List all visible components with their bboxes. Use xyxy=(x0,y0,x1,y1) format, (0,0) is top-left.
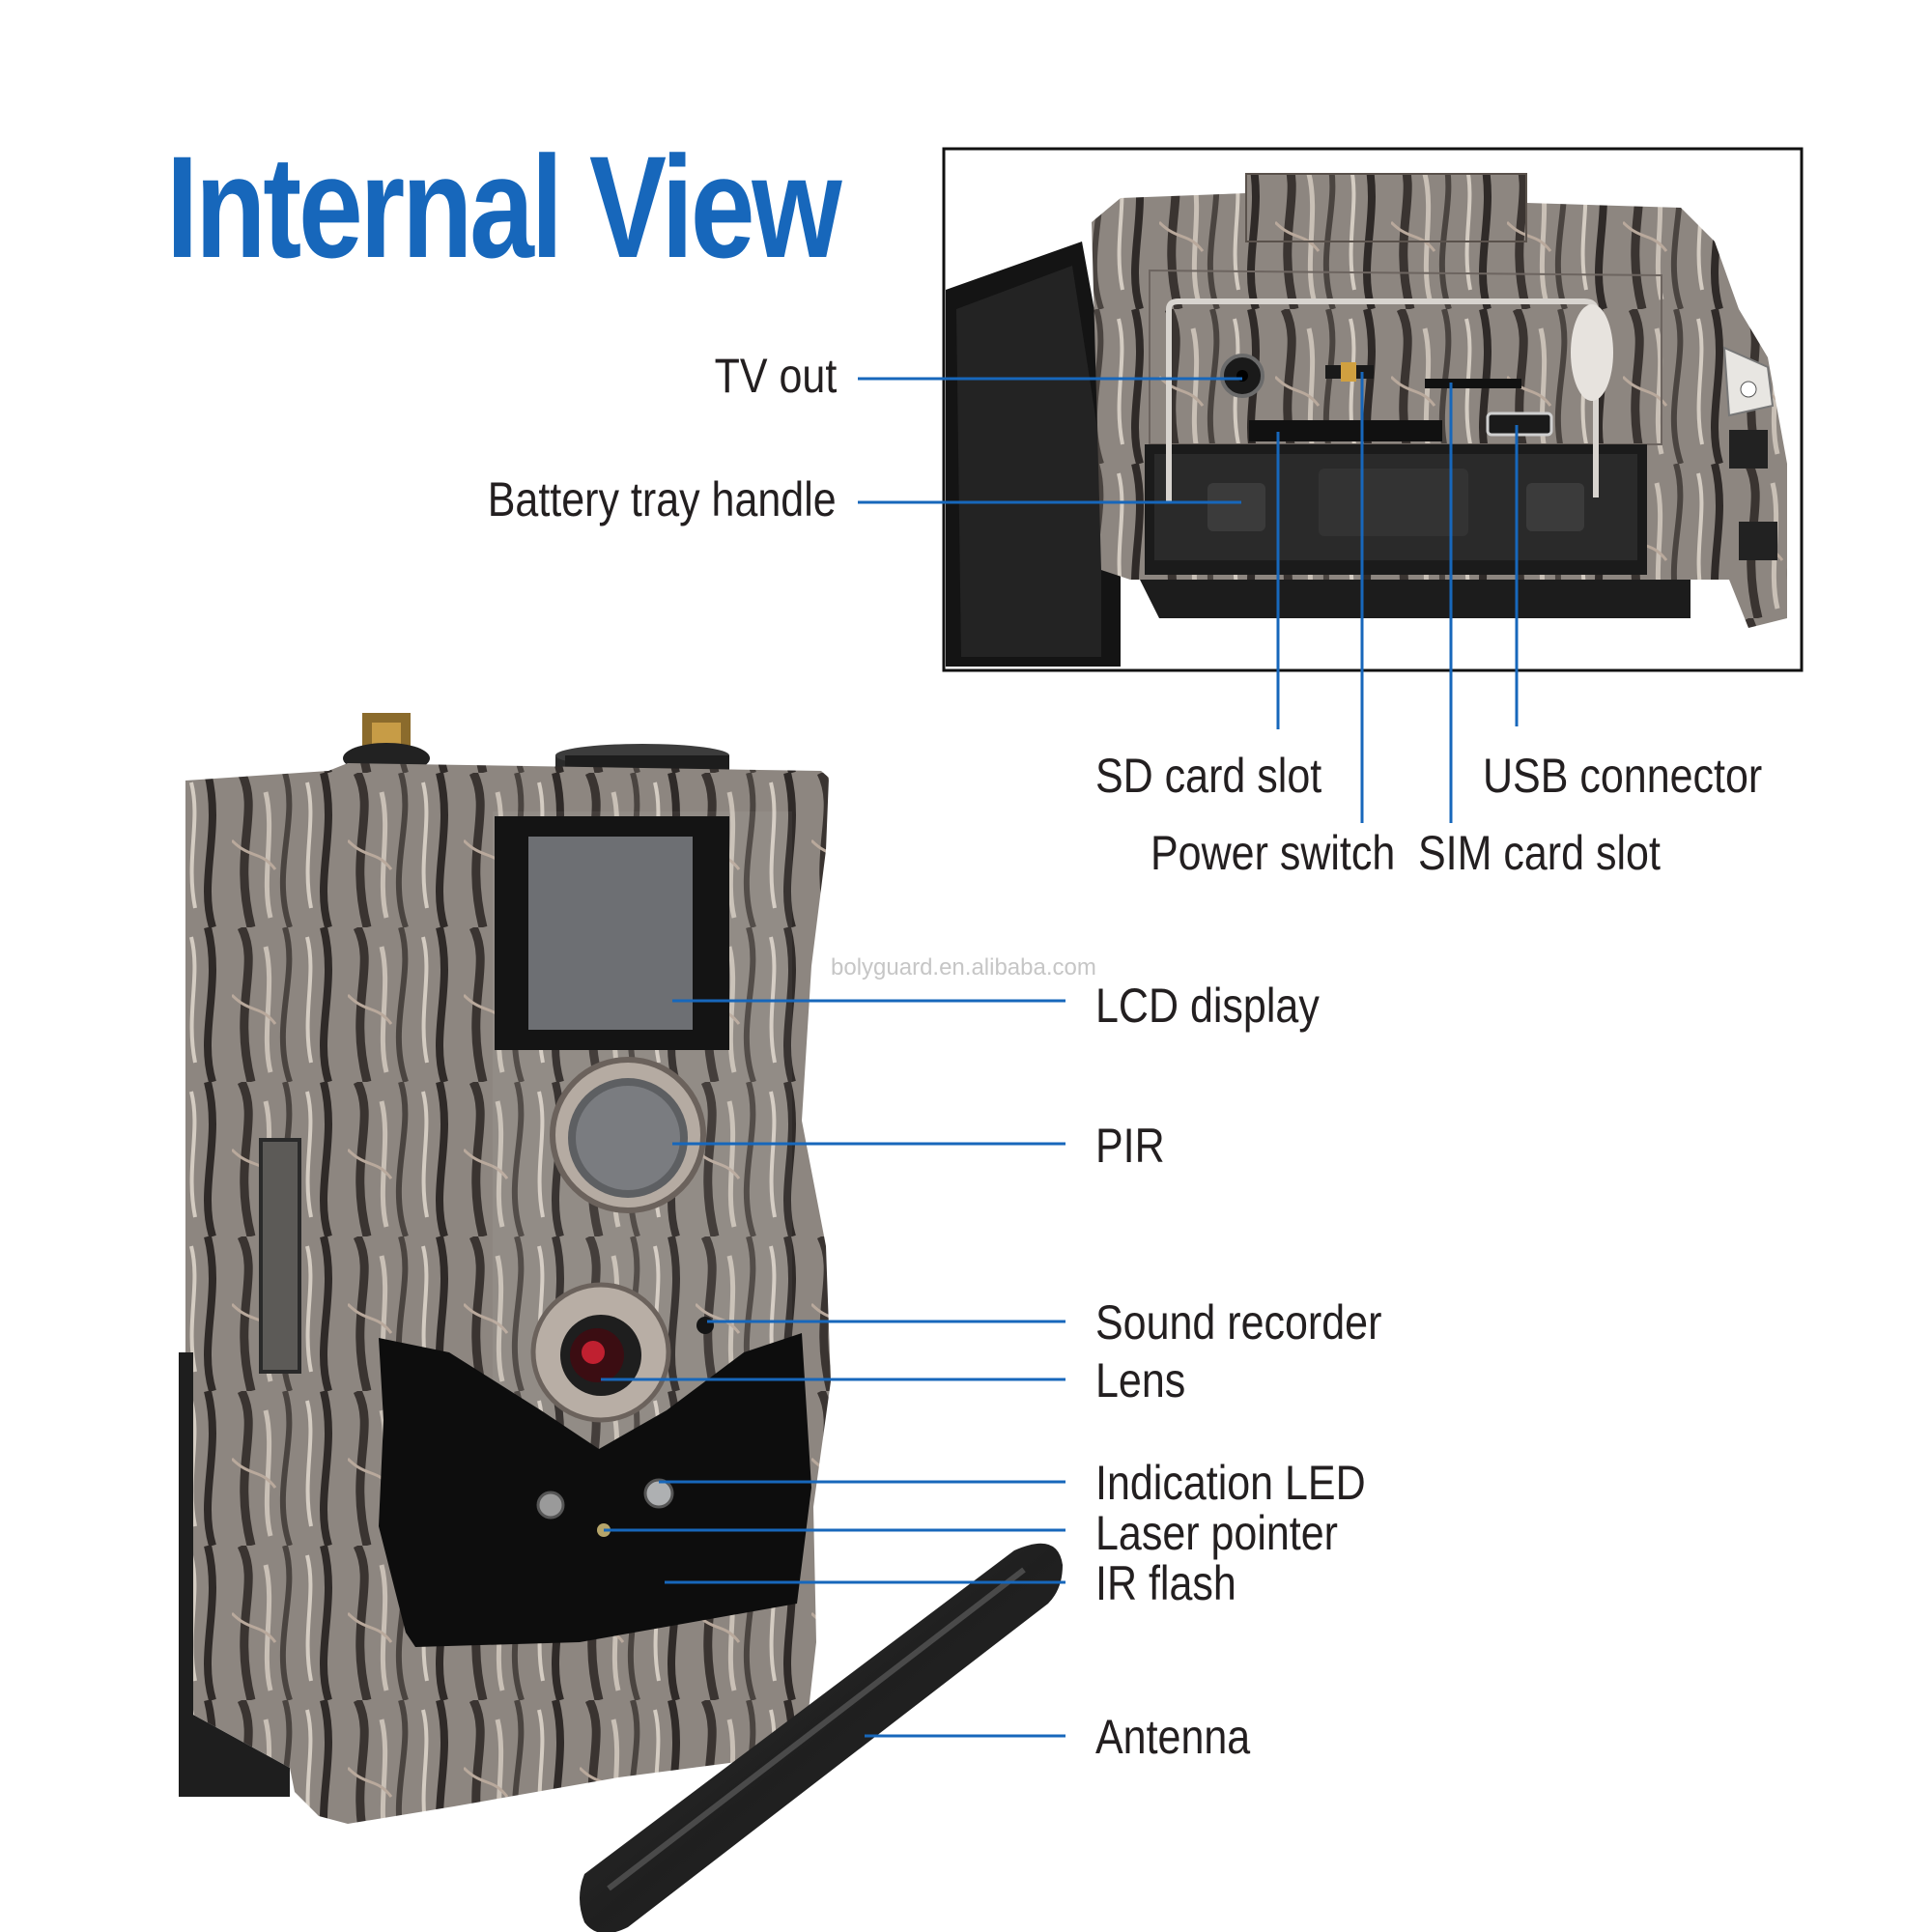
label-lcd-display: LCD display xyxy=(1095,979,1320,1033)
label-antenna: Antenna xyxy=(1095,1710,1251,1764)
page-title: Internal View xyxy=(166,126,842,288)
label-pir: PIR xyxy=(1095,1119,1165,1173)
pir-sensor xyxy=(550,1057,706,1213)
label-battery-tray-handle: Battery tray handle xyxy=(488,472,837,526)
label-sim-card-slot: SIM card slot xyxy=(1418,826,1661,880)
inset-sd-slot xyxy=(1249,420,1442,441)
label-sound-recorder: Sound recorder xyxy=(1095,1295,1382,1350)
leader-lines xyxy=(601,372,1519,1738)
label-usb-connector: USB connector xyxy=(1483,749,1763,803)
ir-flash-panel xyxy=(379,1333,811,1647)
mic-hole xyxy=(696,1317,714,1334)
label-tv-out: TV out xyxy=(714,349,837,403)
indication-led xyxy=(643,1478,674,1509)
label-ir-flash: IR flash xyxy=(1095,1556,1236,1610)
panel-led-left xyxy=(536,1491,565,1520)
label-indication-led: Indication LED xyxy=(1095,1456,1366,1510)
antenna-photo xyxy=(580,1543,1063,1932)
label-laser-pointer: Laser pointer xyxy=(1095,1506,1338,1560)
internal-compartment-photo xyxy=(942,147,1804,672)
label-sd-card-slot: SD card slot xyxy=(1095,749,1322,803)
watermark: bolyguard.en.alibaba.com xyxy=(831,954,1096,980)
camera-body-photo xyxy=(179,713,831,1824)
antenna-body xyxy=(580,1543,1063,1932)
inset-usb-port xyxy=(1486,412,1553,437)
label-power-switch: Power switch xyxy=(1151,826,1396,880)
inset-interior-panel xyxy=(1149,269,1662,445)
lens-assembly xyxy=(530,1282,671,1423)
label-lens: Lens xyxy=(1095,1353,1186,1407)
inset-sim-slot xyxy=(1425,379,1521,388)
lcd-screen xyxy=(528,837,693,1030)
